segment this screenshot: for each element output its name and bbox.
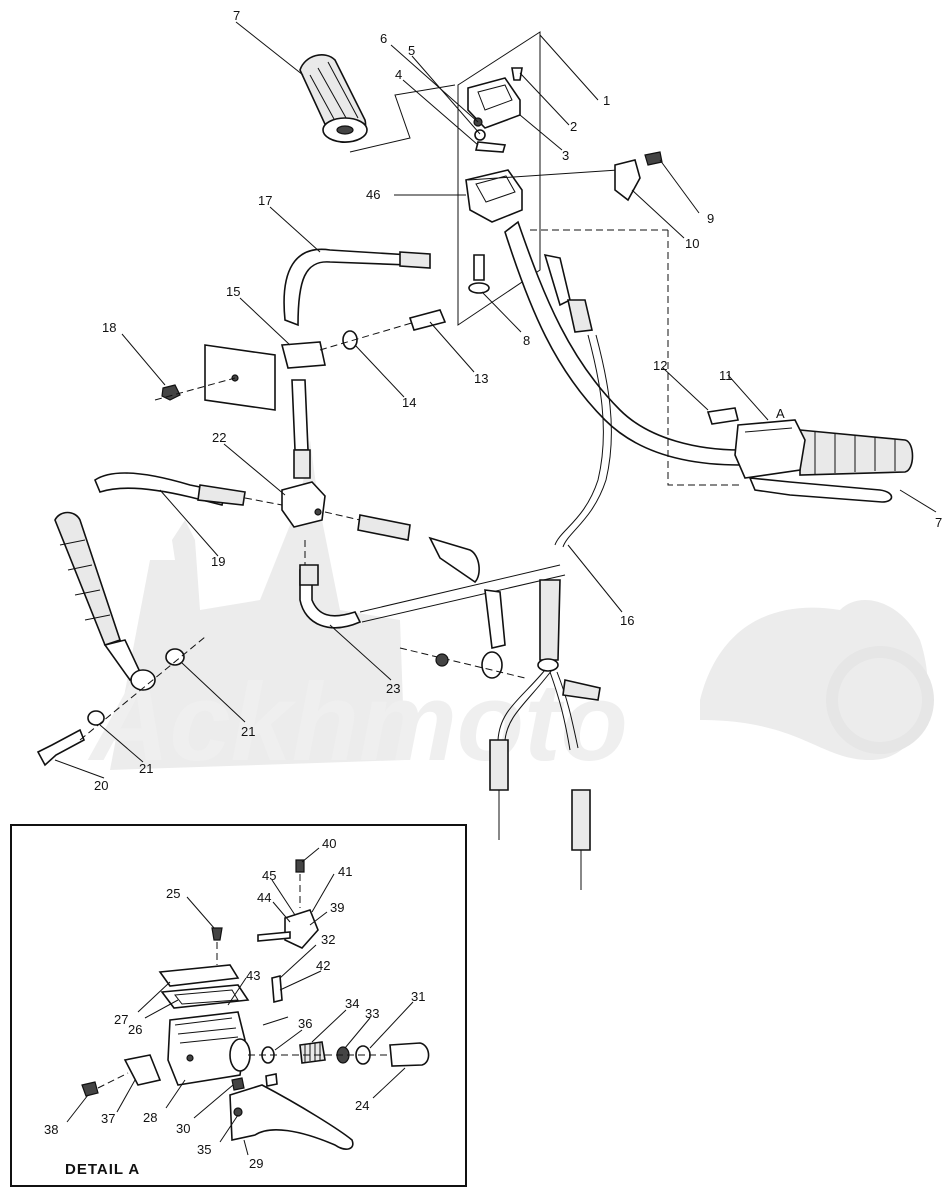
master-cylinder-body [167, 1011, 246, 1086]
callout-43: 43 [246, 968, 260, 983]
watermark-text: Ackhmoto [87, 661, 628, 784]
callout-39: 39 [330, 900, 344, 915]
brake-lever [229, 1084, 354, 1150]
hose-bracket [280, 341, 326, 369]
callout-17: 17 [258, 193, 272, 208]
callout-41: 41 [338, 864, 352, 879]
callout-6: 6 [380, 31, 387, 46]
bolt [408, 309, 447, 331]
leader-lines [54, 21, 937, 779]
callout-5: 5 [408, 43, 415, 58]
callout-7-right: 7 [935, 515, 942, 530]
callout-46: 46 [366, 187, 380, 202]
brake-lever-mounted [748, 477, 893, 503]
brake-hose-upper [283, 248, 411, 327]
callout-12: 12 [653, 358, 667, 373]
callout-10: 10 [685, 236, 699, 251]
brake-hose-caliper [54, 511, 122, 646]
washer [342, 330, 358, 350]
callout-7-grip: 7 [233, 8, 240, 23]
callout-42: 42 [316, 958, 330, 973]
detail-a-marker: A [776, 406, 785, 421]
callout-23: 23 [386, 681, 400, 696]
callout-8: 8 [523, 333, 530, 348]
sealing-washer-upper [165, 648, 185, 666]
reservoir-cover [158, 964, 240, 987]
callout-36: 36 [298, 1016, 312, 1031]
callout-11: 11 [719, 368, 733, 383]
callout-13: 13 [474, 371, 488, 386]
callout-32: 32 [321, 932, 335, 947]
callout-24: 24 [355, 1098, 369, 1113]
handlebar-assembly [457, 31, 914, 503]
callout-28: 28 [143, 1110, 157, 1125]
callout-25: 25 [166, 886, 180, 901]
callout-27: 27 [114, 1012, 128, 1027]
piston-assembly [389, 1042, 430, 1067]
callout-15: 15 [226, 284, 240, 299]
mounting-plate [204, 344, 276, 411]
callout-38: 38 [44, 1122, 58, 1137]
callout-44: 44 [257, 890, 271, 905]
callout-37: 37 [101, 1111, 115, 1126]
callout-2: 2 [570, 119, 577, 134]
callout-21-upper: 21 [241, 724, 255, 739]
callout-1: 1 [603, 93, 610, 108]
callout-22: 22 [212, 430, 226, 445]
callout-3: 3 [562, 148, 569, 163]
callout-30: 30 [176, 1121, 190, 1136]
detail-a-box: DETAIL A [10, 824, 467, 1187]
callout-45: 45 [262, 868, 276, 883]
callout-33: 33 [365, 1006, 379, 1021]
callout-26: 26 [128, 1022, 142, 1037]
callouts-main: 7 6 5 4 1 2 3 46 9 10 17 15 8 18 13 14 1… [94, 8, 942, 793]
right-grip [799, 429, 914, 476]
banjo-bolt [36, 728, 86, 767]
sealing-washer-lower [87, 710, 105, 726]
callout-4: 4 [395, 67, 402, 82]
callouts-detail: 40 45 41 25 44 39 32 42 43 27 26 36 34 3… [44, 836, 425, 1171]
callout-14: 14 [402, 395, 416, 410]
return-spring [299, 1041, 326, 1064]
clamp-bracket [614, 159, 641, 202]
brake-splitter-block [281, 481, 326, 528]
left-grip-group [299, 54, 456, 153]
brake-hose-right-end [428, 536, 480, 584]
master-cylinder-mounted [734, 419, 806, 479]
callout-19: 19 [211, 554, 225, 569]
cable-adjuster [562, 679, 601, 701]
brake-line-rigid [299, 569, 362, 629]
throttle-cable [489, 253, 612, 890]
master-cylinder-clamp [123, 1054, 162, 1086]
clamp-plane [457, 31, 541, 326]
nut [161, 384, 181, 401]
detail-title: DETAIL A [65, 1161, 140, 1178]
callout-20: 20 [94, 778, 108, 793]
callout-18: 18 [102, 320, 116, 335]
callout-31: 31 [411, 989, 425, 1004]
brake-lines [36, 248, 566, 767]
watermark: Ackhmoto [87, 440, 934, 784]
callout-35: 35 [197, 1142, 211, 1157]
callout-21-lower: 21 [139, 761, 153, 776]
callout-16: 16 [620, 613, 634, 628]
callout-34: 34 [345, 996, 359, 1011]
detail-leader-lines [66, 847, 414, 1156]
callout-9: 9 [707, 211, 714, 226]
callout-29: 29 [249, 1156, 263, 1171]
callout-40: 40 [322, 836, 336, 851]
